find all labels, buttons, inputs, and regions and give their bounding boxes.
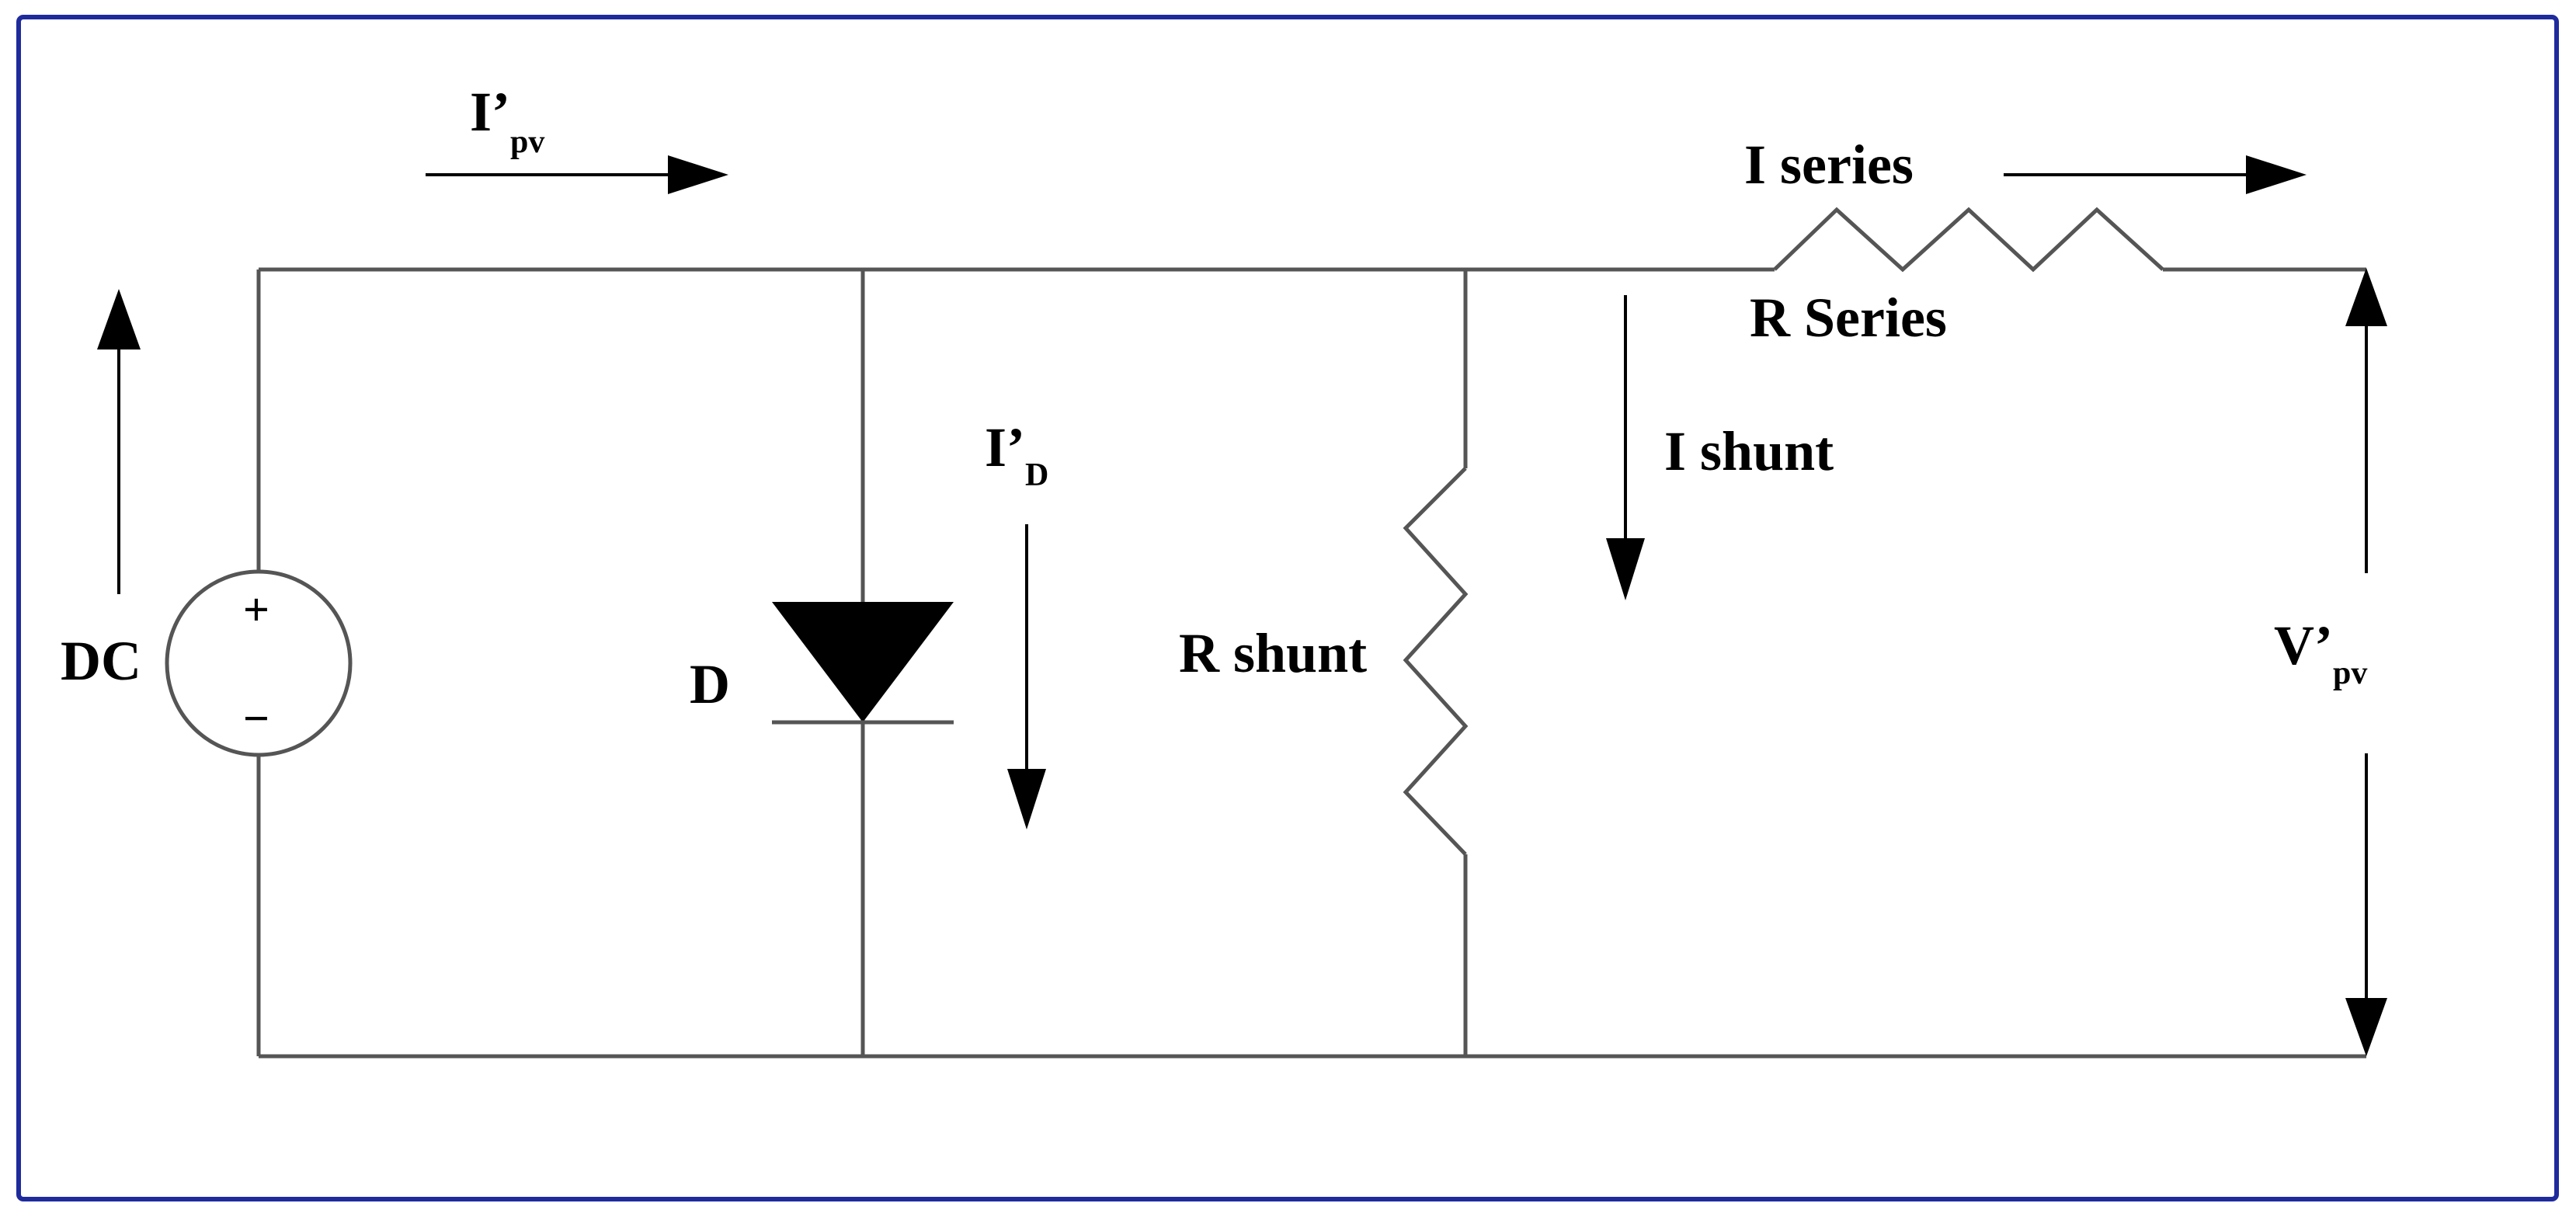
- v-pv-arrow-head-down: [2345, 998, 2387, 1056]
- i-pv-label-sub: pv: [510, 124, 544, 160]
- r-series-label: R Series: [1750, 287, 1947, 349]
- v-pv-arrow-head-up: [2345, 268, 2387, 326]
- i-pv-arrow-head: [668, 155, 728, 194]
- i-shunt-label: I shunt: [1664, 420, 1834, 482]
- i-series-arrow-head: [2246, 155, 2307, 194]
- i-d-label-sub: D: [1025, 457, 1048, 493]
- v-pv-label: V’pv: [2274, 614, 2367, 691]
- diagram-border: [16, 15, 2559, 1201]
- i-d-arrow-head: [1007, 769, 1046, 829]
- d-label: D: [690, 653, 730, 715]
- dc-plus-sign: +: [243, 584, 269, 635]
- r-shunt-label: R shunt: [1179, 622, 1367, 684]
- dc-arrow-head: [97, 289, 141, 349]
- dc-label: DC: [61, 630, 141, 692]
- i-pv-label-main: I’: [470, 81, 510, 143]
- v-pv-label-sub: pv: [2333, 655, 2367, 691]
- series-resistor: [1773, 207, 2164, 273]
- dc-source: [165, 569, 353, 757]
- i-shunt-arrow-head: [1606, 538, 1645, 600]
- dc-minus-sign: −: [243, 693, 269, 744]
- i-d-label-main: I’: [985, 416, 1025, 478]
- diode-symbol: [772, 602, 954, 722]
- i-d-label: I’D: [985, 416, 1048, 493]
- i-series-label: I series: [1744, 134, 1914, 196]
- i-pv-label: I’pv: [470, 81, 544, 160]
- shunt-resistor: [1403, 467, 1469, 856]
- v-pv-label-main: V’: [2274, 614, 2333, 676]
